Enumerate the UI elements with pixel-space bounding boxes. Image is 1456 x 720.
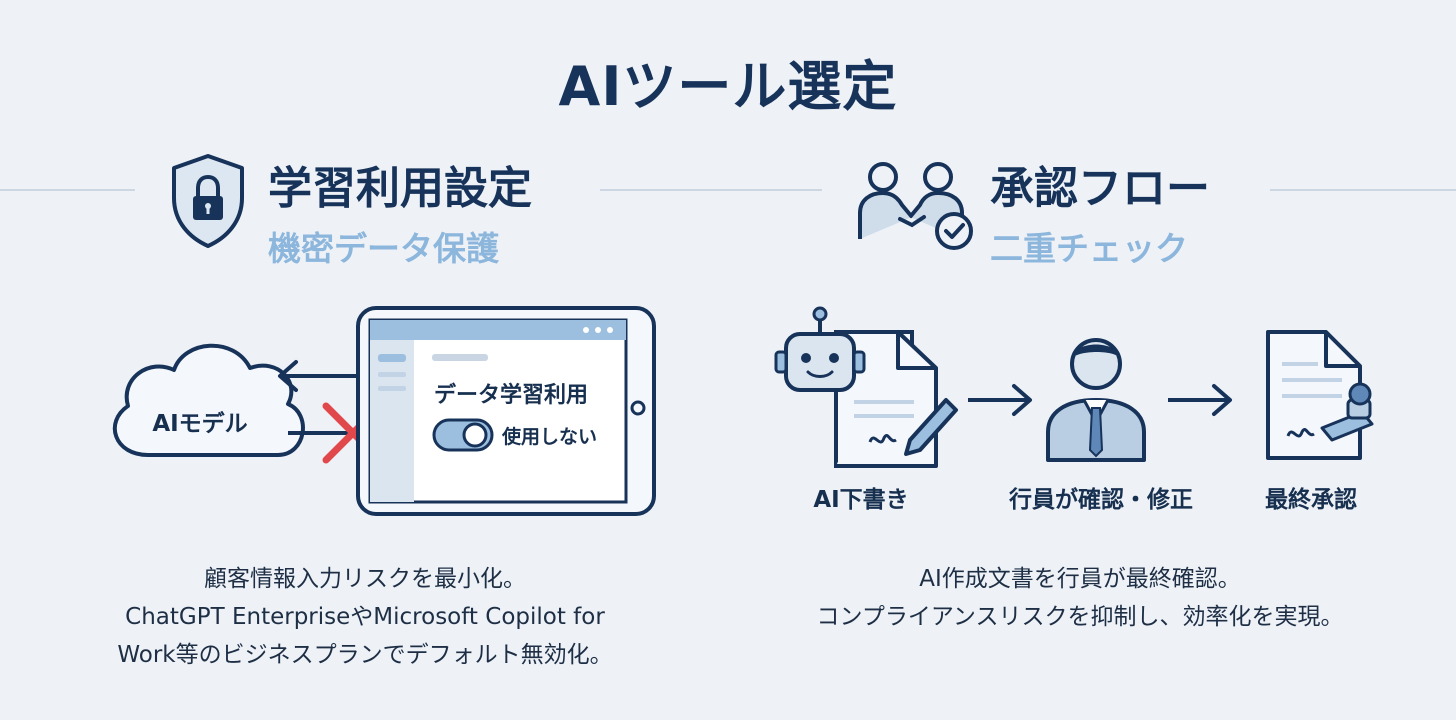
cloud-icon: [112, 343, 305, 457]
page-title: AIツール選定: [558, 55, 898, 118]
left-subheading: 機密データ保護: [268, 229, 499, 268]
toggle-label: 使用しない: [501, 426, 597, 448]
approval-flow-diagram: [770, 300, 1410, 470]
setting-label: データ学習利用: [434, 382, 588, 408]
data-training-diagram: AIモデル データ学: [100, 300, 670, 530]
shield-lock-icon: [166, 150, 250, 250]
divider-left: [0, 189, 135, 191]
right-caption: AI作成文書を行員が最終確認。 コンプライアンスリスクを抑制し、効率化を実現。: [740, 560, 1420, 636]
toggle-switch[interactable]: [432, 418, 494, 452]
step-label-3: 最終承認: [1265, 487, 1357, 513]
arrow-right-icon: [968, 384, 1032, 416]
robot-document-icon: [774, 306, 958, 468]
left-heading: 学習利用設定: [268, 163, 532, 214]
caption-line: Work等のビジネスプランでデフォルト無効化。: [117, 642, 613, 668]
document-stamp-icon: [1266, 330, 1374, 460]
right-subheading: 二重チェック: [990, 229, 1188, 268]
left-caption: 顧客情報入力リスクを最小化。 ChatGPT EnterpriseやMicros…: [40, 560, 690, 674]
cloud-label: AIモデル: [152, 410, 247, 437]
caption-line: ChatGPT EnterpriseやMicrosoft Copilot for: [125, 604, 605, 630]
caption-line: AI作成文書を行員が最終確認。: [919, 566, 1241, 592]
caption-line: 顧客情報入力リスクを最小化。: [204, 566, 526, 592]
divider-right: [1270, 189, 1456, 191]
arrow-left-icon: [278, 360, 358, 392]
caption-line: コンプライアンスリスクを抑制し、効率化を実現。: [816, 604, 1344, 630]
handshake-check-icon: [850, 155, 976, 255]
right-heading: 承認フロー: [990, 163, 1210, 214]
step-label-2: 行員が確認・修正: [1009, 487, 1193, 513]
step-label-1: AI下書き: [813, 487, 909, 513]
arrow-right-icon: [1168, 384, 1232, 416]
businessman-icon: [1046, 338, 1146, 462]
tablet-icon: [356, 306, 656, 516]
divider-center: [600, 189, 822, 191]
